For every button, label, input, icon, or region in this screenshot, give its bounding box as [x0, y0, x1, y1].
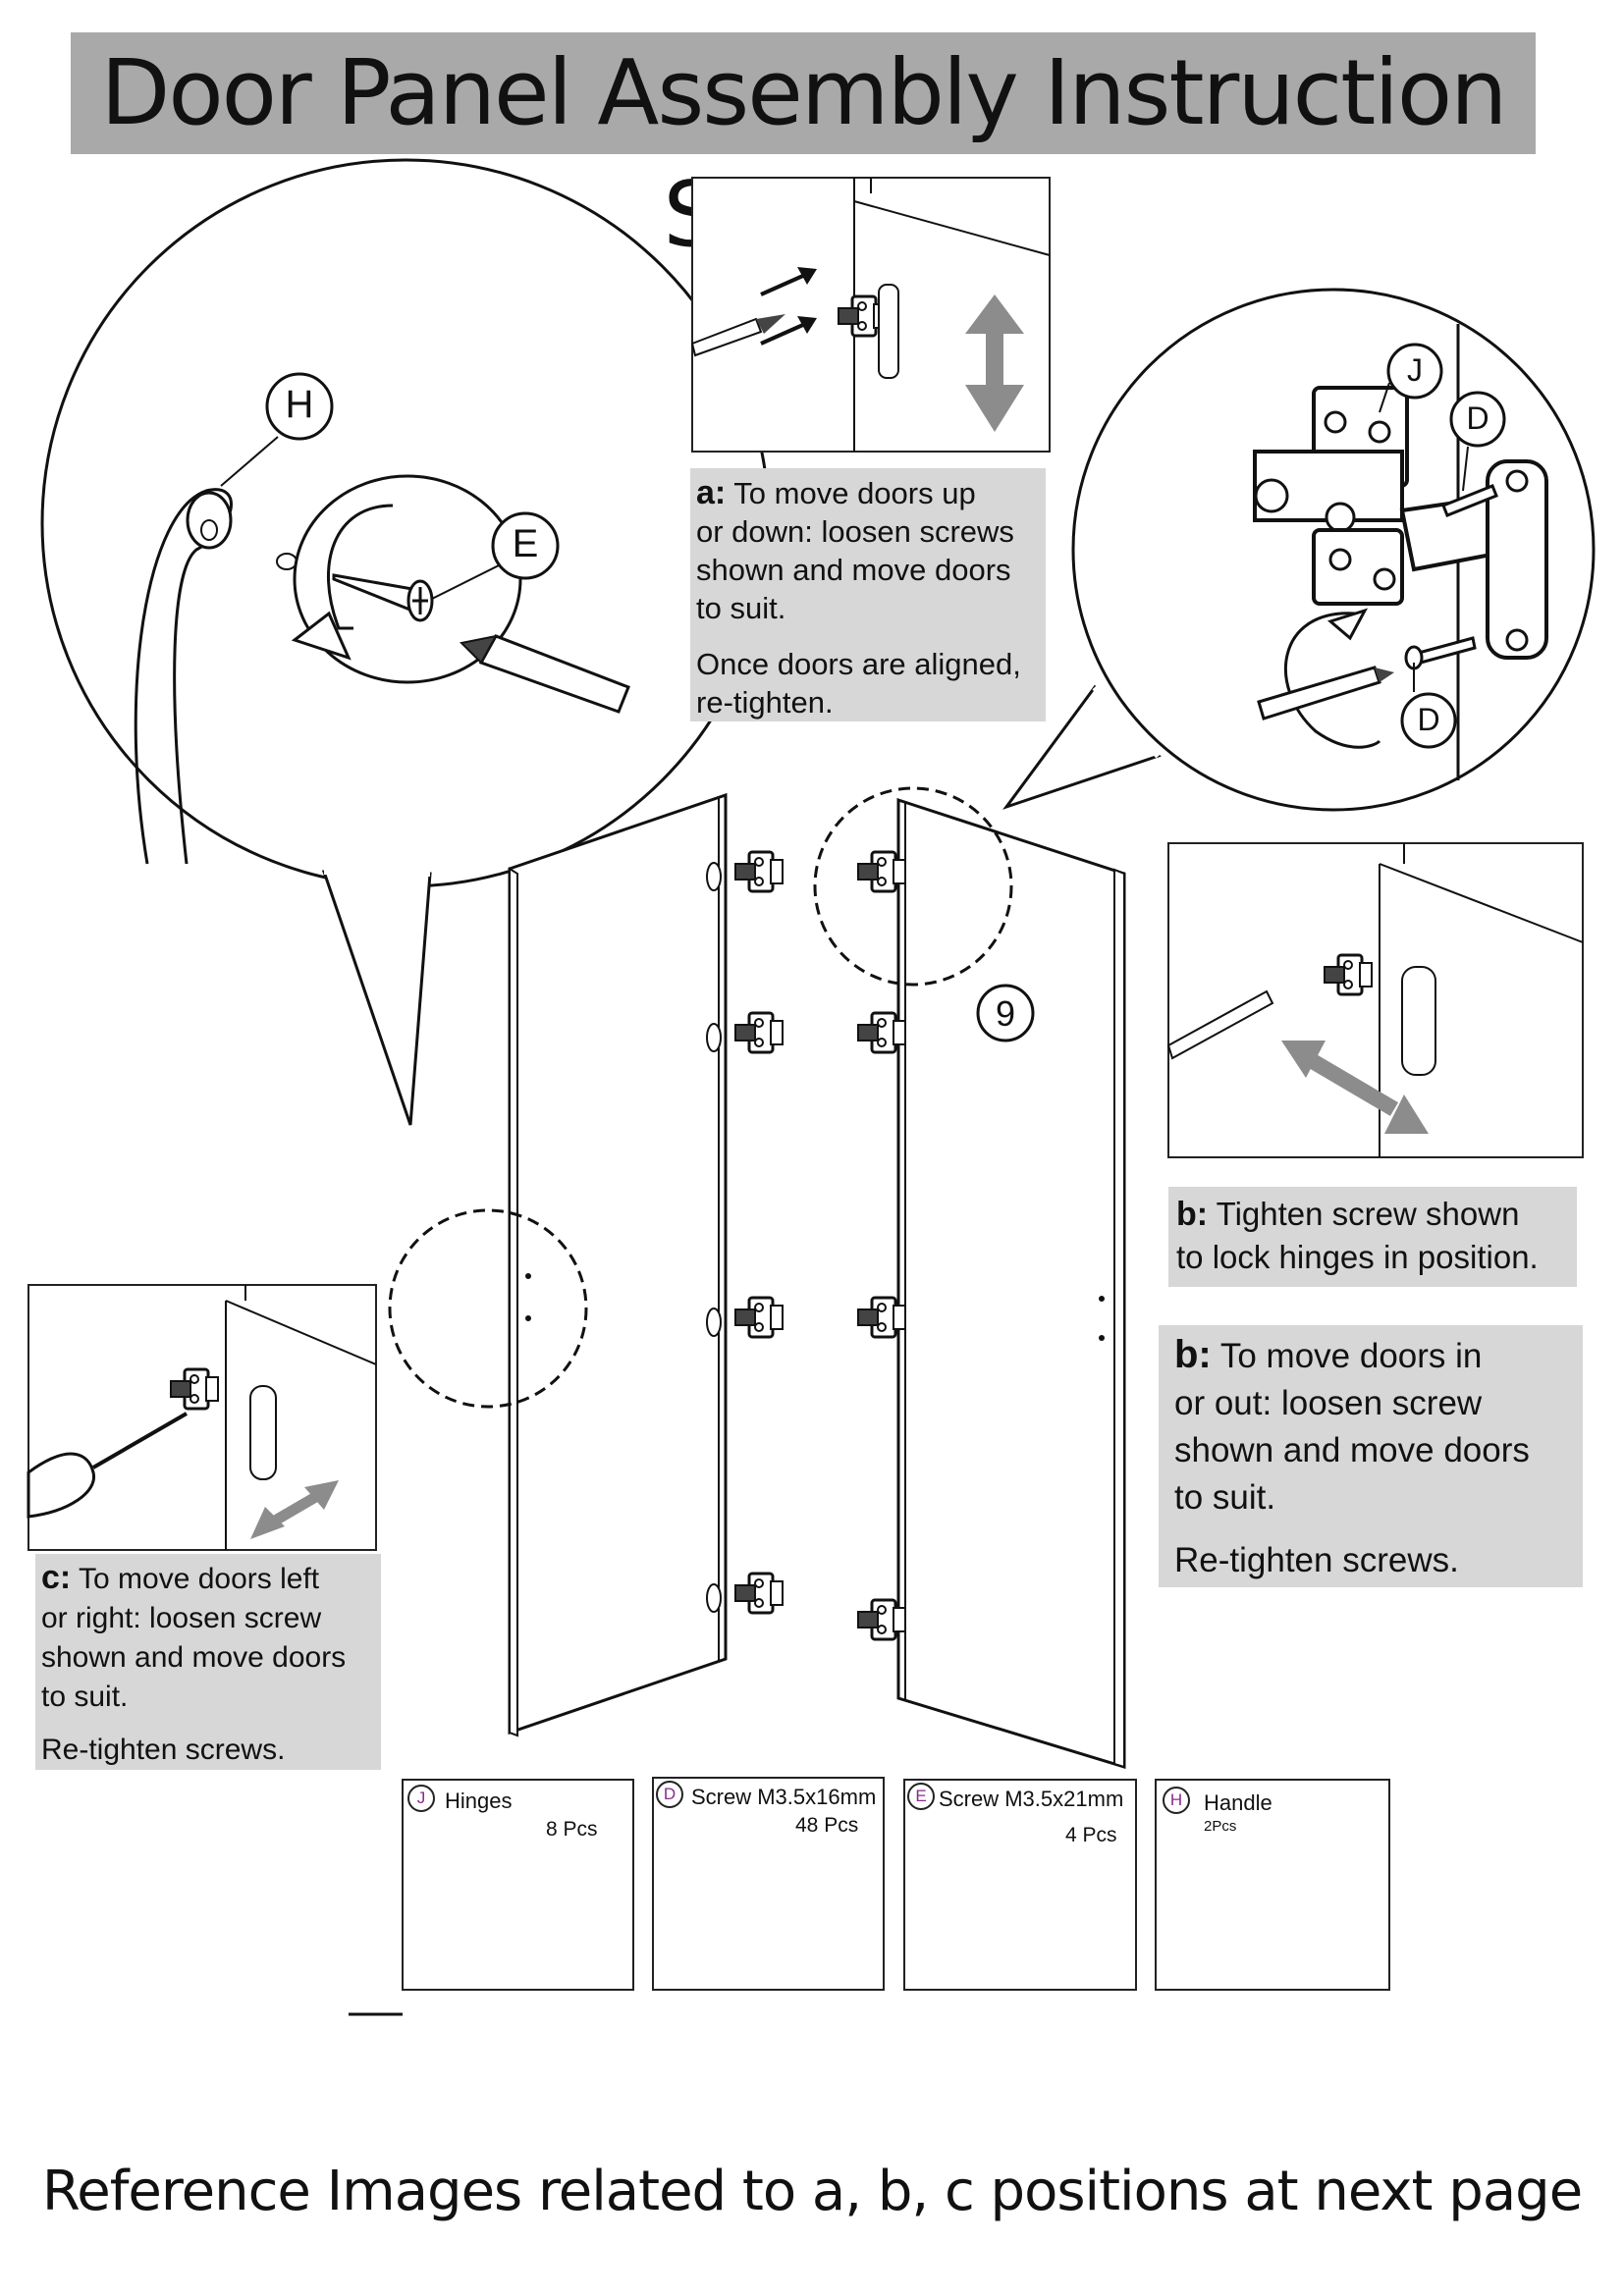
reference-image-c — [27, 1284, 377, 1551]
panel-number: 9 — [995, 993, 1016, 1034]
instruction-line: to suit. — [696, 591, 786, 625]
callout-d-bottom: D — [1417, 702, 1440, 737]
instruction-label: a: — [696, 474, 727, 511]
instruction-line: To move doors left — [79, 1563, 320, 1595]
part-name: Screw M3.5x21mm — [939, 1787, 1124, 1811]
part-letter: D — [656, 1781, 683, 1808]
instruction-note: re-tighten. — [696, 685, 834, 720]
instruction-line: or out: loosen screw — [1174, 1384, 1483, 1422]
instruction-line: shown and move doors — [696, 553, 1011, 587]
instruction-line: Tighten screw shown — [1216, 1196, 1520, 1232]
part-letter: E — [907, 1783, 935, 1810]
instruction-line: shown and move doors — [1174, 1431, 1530, 1469]
instruction-line: To move doors in — [1219, 1337, 1483, 1375]
instruction-line: To move doors up — [733, 476, 976, 510]
part-name: Hinges — [445, 1789, 513, 1813]
footer-note: Reference Images related to a, b, c posi… — [41, 2160, 1583, 2223]
part-quantity: 48 Pcs — [795, 1814, 859, 1837]
instruction-b-lock: b: Tighten screw shown to lock hinges in… — [1168, 1187, 1577, 1287]
reference-image-a — [690, 177, 1051, 453]
instruction-line: or down: loosen screws — [696, 514, 1014, 549]
callout-j: J — [1407, 352, 1423, 388]
callout-h: H — [285, 383, 314, 426]
magnifier-hinge — [1001, 288, 1596, 812]
instruction-label: b: — [1176, 1196, 1209, 1233]
callout-d-top: D — [1466, 400, 1489, 436]
part-box-screw-e: E Screw M3.5x21mm 4 Pcs — [903, 1779, 1137, 1991]
instruction-b-inout: b: To move doors in or out: loosen screw… — [1159, 1325, 1583, 1587]
instruction-note: Once doors are aligned, — [696, 647, 1021, 681]
door-panels — [388, 786, 1126, 1770]
instruction-label: c: — [41, 1559, 72, 1596]
instruction-label: b: — [1174, 1333, 1212, 1376]
callout-e: E — [512, 522, 539, 565]
part-box-handle: H Handle 2Pcs — [1155, 1779, 1390, 1991]
instruction-note: Re-tighten screws. — [41, 1734, 286, 1766]
part-name: Handle — [1204, 1790, 1272, 1815]
instruction-line: shown and move doors — [41, 1641, 347, 1674]
page-title: Door Panel Assembly Instruction Step 1 — [100, 40, 1508, 267]
instruction-c: c: To move doors left or right: loosen s… — [35, 1554, 381, 1770]
part-quantity: 8 Pcs — [546, 1818, 598, 1841]
part-box-screw-d: D Screw M3.5x16mm 48 Pcs — [652, 1777, 885, 1991]
part-letter: J — [407, 1785, 435, 1812]
part-name: Screw M3.5x16mm — [691, 1785, 877, 1809]
part-box-hinges: J Hinges 8 Pcs — [402, 1779, 634, 1991]
instruction-line: or right: loosen screw — [41, 1602, 322, 1634]
part-quantity: 2Pcs — [1204, 1818, 1237, 1835]
part-quantity: 4 Pcs — [1065, 1824, 1117, 1846]
instruction-note: Re-tighten screws. — [1174, 1541, 1459, 1579]
reference-image-b — [1166, 842, 1584, 1158]
title-bar — [71, 32, 1536, 154]
instruction-line: to suit. — [41, 1681, 129, 1713]
instruction-line: to suit. — [1174, 1478, 1276, 1517]
part-letter: H — [1163, 1787, 1190, 1814]
instruction-a: a: To move doors up or down: loosen scre… — [690, 468, 1046, 721]
instruction-line: to lock hinges in position. — [1176, 1239, 1539, 1275]
